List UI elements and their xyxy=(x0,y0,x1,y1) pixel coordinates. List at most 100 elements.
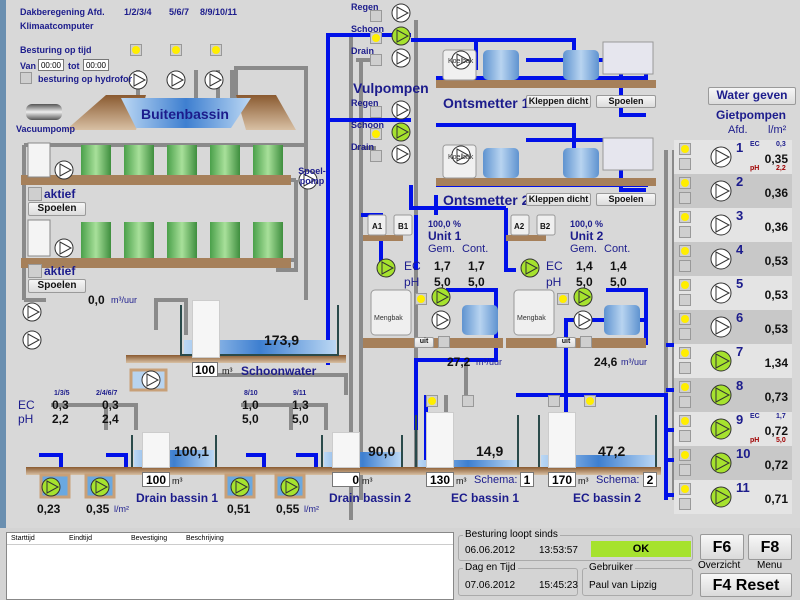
pump-icon[interactable] xyxy=(141,370,161,390)
gietpomp-pump-icon[interactable] xyxy=(710,282,732,304)
drain-bassin-2-level: 90,0 xyxy=(368,443,396,459)
gietpomp-afd: 11 xyxy=(736,480,750,495)
pump-icon[interactable] xyxy=(391,144,411,164)
gietpomp-pump-icon[interactable] xyxy=(710,350,732,372)
gietpomp-row: 4 0,53 xyxy=(674,242,792,276)
alarm-list[interactable]: Starttijd Eindtijd Bevestiging Beschrijv… xyxy=(6,532,454,600)
pump-icon[interactable] xyxy=(298,170,318,190)
ec-bassin-1-level xyxy=(418,460,518,467)
unit-1-ec-label: EC xyxy=(404,259,421,273)
ec-bassin-2-setpoint-input[interactable] xyxy=(548,472,576,487)
ontsmetter-1-kleppen-button[interactable]: Kleppen dicht xyxy=(526,95,591,108)
ec-bassin-2-unit: m³ xyxy=(578,476,589,486)
filter-top-active-checkbox[interactable] xyxy=(28,187,42,201)
pump-icon[interactable] xyxy=(431,310,451,330)
unit-2-tank-a: A2 xyxy=(514,222,525,231)
gietpomp-pump-icon[interactable] xyxy=(710,248,732,270)
pump-icon[interactable] xyxy=(431,287,451,307)
pump-icon[interactable] xyxy=(391,3,411,23)
pump-icon[interactable] xyxy=(573,310,593,330)
pump-icon[interactable] xyxy=(573,287,593,307)
ec-bassin-1-setpoint-input[interactable] xyxy=(426,472,454,487)
gietpomp-lamp xyxy=(679,143,691,155)
pump-icon[interactable] xyxy=(54,160,74,180)
pump-icon[interactable] xyxy=(391,122,411,142)
filter-bottom-spoelen-button[interactable]: Spoelen xyxy=(28,279,86,293)
schoonwater-slider[interactable] xyxy=(192,300,220,358)
pump-icon[interactable] xyxy=(451,145,471,165)
ec-bassin-2-label: EC bassin 2 xyxy=(573,491,642,505)
gietpomp-value: 0,72 xyxy=(764,458,788,472)
ec-bassin-2-slider[interactable] xyxy=(548,412,576,468)
hydrofor-checkbox[interactable] xyxy=(20,72,32,84)
gietpompen-title: Gietpompen xyxy=(716,108,787,122)
gietpomp-pump-icon[interactable] xyxy=(710,418,732,440)
gietpomp-pump-icon[interactable] xyxy=(710,214,732,236)
alarm-col-bevestiging[interactable]: Bevestiging xyxy=(131,535,168,542)
process-canvas: Dakberegening Afd. 1/2/3/4 5/6/7 8/9/10/… xyxy=(0,0,796,528)
filter-bottom-active-checkbox[interactable] xyxy=(28,264,42,278)
alarm-col-beschrijving[interactable]: Beschrijving xyxy=(186,535,224,542)
pump-icon[interactable] xyxy=(128,70,148,90)
filter-top-status: aktief xyxy=(44,187,76,201)
pump-icon[interactable] xyxy=(280,477,300,497)
unit-1-checkbox[interactable] xyxy=(438,336,450,348)
pump-icon[interactable] xyxy=(22,330,42,350)
pump-icon[interactable] xyxy=(451,50,471,70)
dakberegening-lamp-2 xyxy=(170,44,182,56)
pump-icon[interactable] xyxy=(41,477,61,497)
pump-icon[interactable] xyxy=(376,258,396,278)
gietpomp-row: 3 0,36 xyxy=(674,208,792,242)
f6-label: Overzicht xyxy=(698,560,741,571)
unit-1-cont: Cont. xyxy=(462,243,489,255)
schoonwater-setpoint-input[interactable] xyxy=(192,362,218,377)
unit-1-tank-a: A1 xyxy=(372,222,383,231)
gietpomp-lamp xyxy=(679,381,691,393)
water-geven-button[interactable]: Water geven xyxy=(708,87,796,105)
unit-2-tank-b: B2 xyxy=(540,222,551,231)
gietpomp-pump-icon[interactable] xyxy=(710,452,732,474)
gietpomp-pump-icon[interactable] xyxy=(710,146,732,168)
unit-2-checkbox[interactable] xyxy=(580,336,592,348)
ec-bassin-1-slider[interactable] xyxy=(426,412,454,468)
pump-icon[interactable] xyxy=(204,70,224,90)
mengbak-1 xyxy=(370,289,412,336)
ec-bassin-2-schema-input[interactable] xyxy=(643,472,657,487)
drain-bassin-2-label: Drain bassin 2 xyxy=(329,491,412,505)
drain-bassin-1-setpoint-input[interactable] xyxy=(142,472,170,487)
gietpompen-col-unit: l/m² xyxy=(768,124,787,136)
gietpomp-pump-icon[interactable] xyxy=(710,384,732,406)
van-time-input[interactable] xyxy=(38,59,64,71)
ontsmetter-1-spoelen-button[interactable]: Spoelen xyxy=(596,95,656,108)
schoonwater-level: 173,9 xyxy=(264,332,300,348)
drain-bassin-2-slider[interactable] xyxy=(332,432,360,468)
filter-top-spoelen-button[interactable]: Spoelen xyxy=(28,202,86,216)
gietpomp-pump-icon[interactable] xyxy=(710,316,732,338)
pump-icon[interactable] xyxy=(230,477,250,497)
gietpomp-pump-icon[interactable] xyxy=(710,180,732,202)
pump-icon[interactable] xyxy=(22,302,42,322)
pump-icon[interactable] xyxy=(391,100,411,120)
unit-1-uit-button[interactable]: uit xyxy=(414,337,434,348)
ec-bassin-1-schema-input[interactable] xyxy=(520,472,534,487)
drain-bassin-1-slider[interactable] xyxy=(142,432,170,468)
pump-icon[interactable] xyxy=(391,48,411,68)
pump-icon[interactable] xyxy=(520,258,540,278)
alarm-col-starttijd[interactable]: Starttijd xyxy=(11,535,35,542)
drain-group-3-ph: 5,0 xyxy=(242,412,259,426)
unit-2-uit-button[interactable]: uit xyxy=(556,337,576,348)
f4-reset-button[interactable]: F4 Reset xyxy=(700,573,792,597)
pump-icon[interactable] xyxy=(391,26,411,46)
pump-icon[interactable] xyxy=(54,238,74,258)
ontsmetter-2-kleppen-button[interactable]: Kleppen dicht xyxy=(526,193,591,206)
ontsmetter-2-spoelen-button[interactable]: Spoelen xyxy=(596,193,656,206)
f6-button[interactable]: F6 xyxy=(700,534,744,560)
alarm-col-eindtijd[interactable]: Eindtijd xyxy=(69,535,92,542)
drain-bassin-2-setpoint-input[interactable] xyxy=(332,472,360,487)
pump-icon[interactable] xyxy=(166,70,186,90)
unit-1-ph-label: pH xyxy=(404,275,420,289)
tot-time-input[interactable] xyxy=(83,59,109,71)
pump-icon[interactable] xyxy=(90,477,110,497)
f8-button[interactable]: F8 xyxy=(748,534,792,560)
gietpomp-pump-icon[interactable] xyxy=(710,486,732,508)
